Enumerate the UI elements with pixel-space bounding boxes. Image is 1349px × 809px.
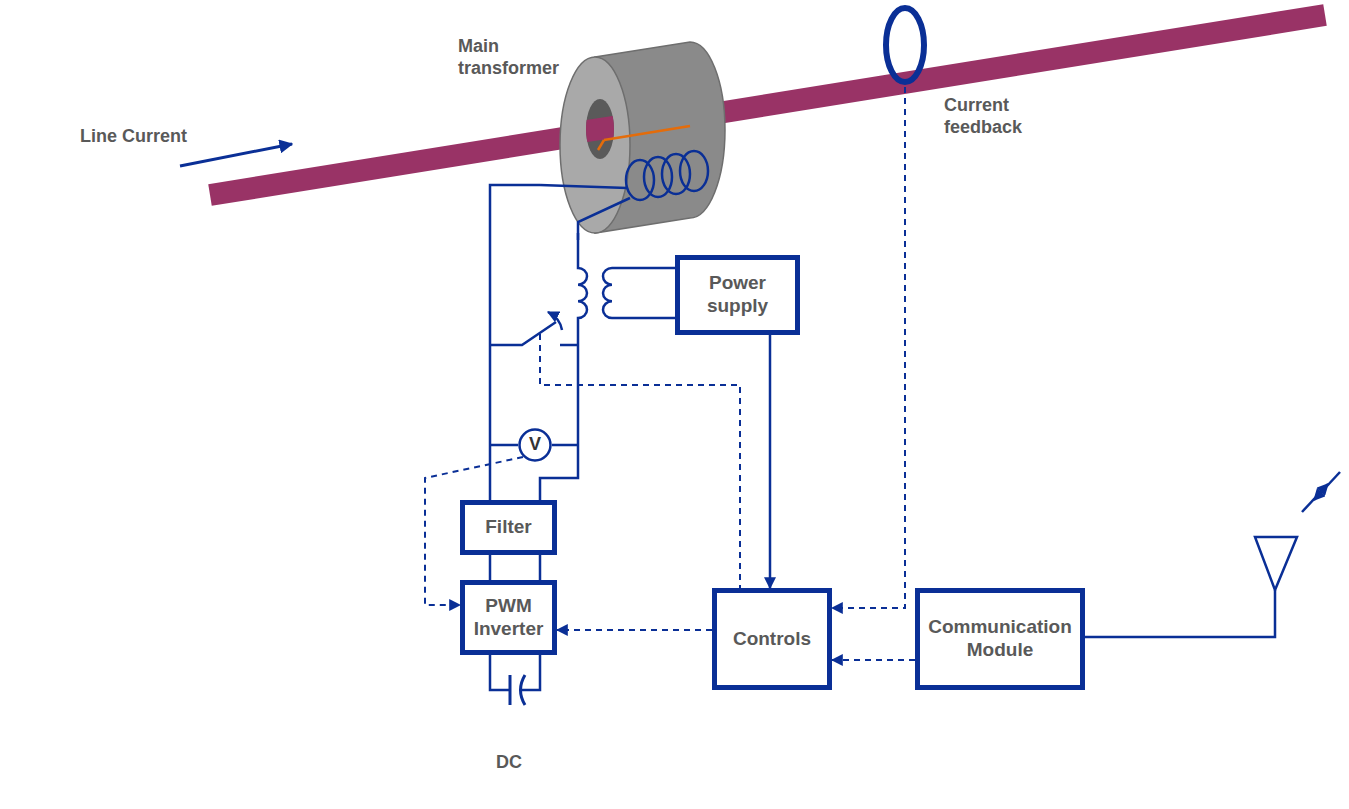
node-label: PWM Inverter xyxy=(471,595,546,641)
winding-lead xyxy=(540,185,627,188)
process-box: Communication Module xyxy=(915,588,1085,690)
sensor-node: Current feedback xyxy=(880,3,930,87)
antenna-symbol xyxy=(1255,537,1297,590)
process-box: PWM Inverter xyxy=(460,580,557,655)
node-label: V xyxy=(529,434,541,456)
node-label: Controls xyxy=(733,628,811,651)
wire xyxy=(539,555,542,580)
switch-symbol xyxy=(490,322,556,345)
process-box: Controls xyxy=(712,588,832,690)
node-label: Current feedback xyxy=(944,95,1054,138)
wire xyxy=(490,655,540,690)
current-arrow xyxy=(180,144,292,166)
process-box: Filter xyxy=(460,500,557,555)
signal-connector xyxy=(557,629,712,631)
node-label: Main transformer xyxy=(458,36,562,79)
voltmeter-symbol xyxy=(520,430,551,461)
ring-shape xyxy=(880,3,930,87)
signal-arrow xyxy=(1314,472,1340,500)
wire xyxy=(540,233,587,500)
transformer-coil xyxy=(603,268,612,318)
node-label: Filter xyxy=(485,516,531,539)
wire-connector xyxy=(769,335,772,588)
wire xyxy=(612,268,675,318)
process-box: Power supply xyxy=(675,255,800,335)
control-line xyxy=(540,334,740,588)
capacitor-symbol xyxy=(509,675,512,705)
wire-connector xyxy=(490,185,540,500)
wire-connector xyxy=(489,555,492,580)
capacitor-symbol xyxy=(521,675,526,705)
winding-loop xyxy=(680,151,708,191)
switch-arrow xyxy=(548,312,562,330)
meter-circle: V xyxy=(518,428,552,462)
cyl-shape xyxy=(540,30,730,240)
node-label: Power supply xyxy=(686,272,789,318)
transformer-core xyxy=(560,42,725,233)
primary-conductor xyxy=(604,126,690,140)
line-conductor xyxy=(210,15,1325,195)
line-conductor xyxy=(560,123,640,136)
current-sensor-ring xyxy=(886,8,924,82)
wire xyxy=(1085,590,1275,637)
core-face xyxy=(560,57,630,233)
signal-connector xyxy=(832,87,905,608)
signal-connector xyxy=(832,659,915,661)
node-label: Communication Module xyxy=(926,616,1074,662)
primary-conductor xyxy=(598,140,604,150)
transformer-node: Main transformer xyxy=(540,30,730,240)
terminal-label: DC xyxy=(496,752,522,774)
flow-label: Line Current xyxy=(80,126,187,148)
winding-lead xyxy=(578,198,630,240)
wire xyxy=(560,344,578,347)
